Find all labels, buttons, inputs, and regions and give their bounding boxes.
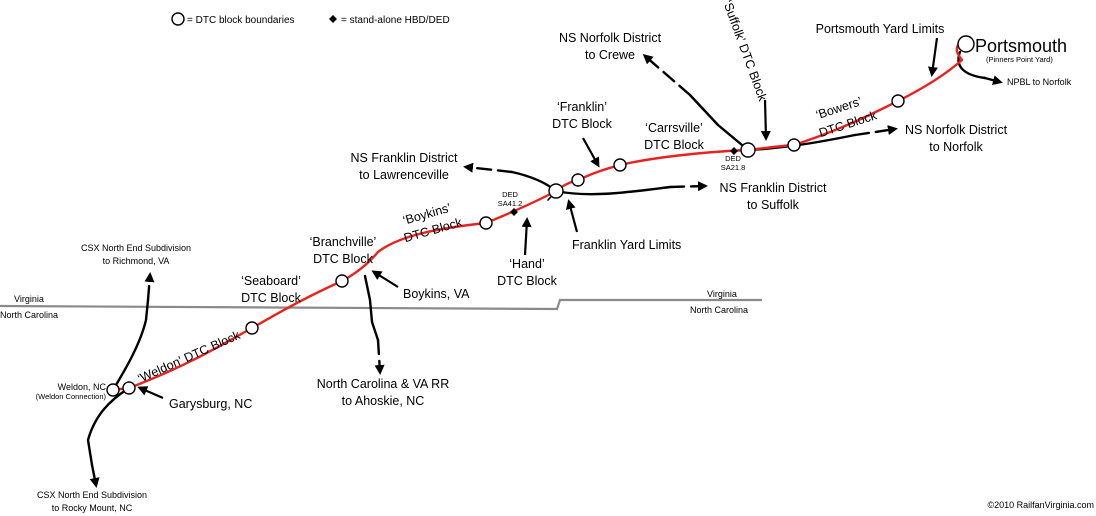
portsmouth-label: Portsmouth	[975, 36, 1067, 56]
csx-south-dash	[89, 463, 100, 488]
node-branchville	[335, 274, 349, 288]
hand-arrow	[521, 217, 532, 256]
ns-crewe-label-1: NS Norfolk District	[559, 31, 662, 45]
legend-diamond-icon	[329, 15, 337, 23]
ns-suf-line	[554, 185, 672, 196]
pointer-arrows	[137, 37, 939, 400]
seaboard-label-1: ‘Seaboard’	[241, 274, 301, 288]
branchville-label-2: DTC Block	[313, 252, 373, 266]
ns-law-dash	[463, 162, 514, 174]
block-boundaries	[106, 35, 975, 397]
npbl-label: NPBL to Norfolk	[1007, 77, 1072, 87]
ns-norfolk-label-2: to Norfolk	[929, 140, 983, 154]
carrsville-label-2: DTC Block	[644, 138, 704, 152]
node-boykins	[479, 216, 493, 230]
csx-south-line	[86, 386, 131, 467]
weldon-block-label: ‘Weldon’ DTC Block	[136, 328, 243, 386]
ncva-dash	[374, 338, 385, 375]
node-bowers	[787, 138, 801, 152]
csx-north-dash	[144, 272, 155, 302]
state-label-nc-right: North Carolina	[690, 305, 748, 315]
node-franklin	[548, 183, 564, 199]
franklin-yard-label: Franklin Yard Limits	[572, 238, 681, 252]
franklin-block-label-2: DTC Block	[552, 117, 612, 131]
node-franklin-block	[571, 173, 585, 187]
node-seaboard	[245, 321, 259, 335]
ns-law-label-1: NS Franklin District	[351, 151, 458, 165]
ded-hand-diamond-icon	[510, 208, 518, 216]
ns-suf-label-2: to Suffolk	[747, 198, 800, 212]
ncva-label-1: North Carolina & VA RR	[317, 377, 449, 391]
node-carrsville	[613, 158, 627, 172]
legend-circle-icon	[171, 12, 185, 26]
franklin-block-arrow	[582, 137, 600, 168]
legend-block-text: = DTC block boundaries	[187, 15, 295, 26]
suffolk-block-arrow	[760, 99, 771, 141]
node-garysburg	[122, 381, 136, 395]
seaboard-label-2: DTC Block	[241, 291, 301, 305]
pinners-point-label: (Pinners Point Yard)	[986, 55, 1053, 64]
carrsville-label-1: ‘Carrsville’	[645, 121, 703, 135]
garysburg-label: Garysburg, NC	[169, 397, 252, 411]
boykins-va-label: Boykins, VA	[403, 287, 470, 301]
node-portsmouth	[957, 35, 975, 53]
hand-label-1: ‘Hand’	[509, 257, 544, 271]
franklin-yard-arrow	[565, 199, 579, 233]
ns-suf-label-1: NS Franklin District	[720, 181, 827, 195]
csx-south-label-2: to Rocky Mount, NC	[52, 503, 133, 513]
ns-crewe-line	[688, 93, 750, 152]
legend: = DTC block boundaries = stand-alone HBD…	[171, 12, 450, 26]
ded-suffolk-label-2: SA21.8	[721, 163, 746, 172]
ncva-line	[363, 274, 380, 342]
weldon-label-2: (Weldon Connection)	[36, 392, 107, 401]
suffolk-block-label: ‘Suffolk’ DTC Block	[720, 0, 770, 104]
ded-suffolk-diamond-icon	[730, 147, 738, 155]
state-label-nc-left: North Carolina	[0, 310, 58, 320]
ns-crewe-dash	[642, 54, 692, 97]
weldon-label-1: Weldon, NC	[58, 382, 107, 392]
legend-ded-text: = stand-alone HBD/DED	[341, 15, 450, 26]
ded-hand-label-2: SA41.2	[498, 199, 523, 208]
state-border-line	[0, 298, 762, 311]
csx-north-label-1: CSX North End Subdivision	[81, 243, 191, 253]
map-labels: CSX North End Subdivision to Richmond, V…	[36, 0, 1094, 513]
ns-law-label-2: to Lawrenceville	[359, 168, 449, 182]
branchville-label-1: ‘Branchville’	[310, 235, 377, 249]
garysburg-arrow	[137, 386, 164, 400]
state-label-virginia-left: Virginia	[14, 294, 44, 304]
csx-north-label-2: to Richmond, VA	[103, 256, 170, 266]
hand-label-2: DTC Block	[497, 274, 557, 288]
node-bowers-end	[891, 94, 905, 108]
ns-norfolk-label-1: NS Norfolk District	[905, 123, 1008, 137]
csx-south-label-1: CSX North End Subdivision	[37, 490, 147, 500]
portsmouth-yard-arrow	[928, 37, 939, 77]
ncva-label-2: to Ahoskie, NC	[342, 394, 425, 408]
state-label-virginia-right: Virginia	[707, 289, 737, 299]
franklin-block-label-1: ‘Franklin’	[557, 100, 607, 114]
node-suffolk	[740, 142, 756, 158]
node-weldon	[106, 383, 120, 397]
ded-suffolk-label-1: DED	[725, 154, 741, 163]
portsmouth-yard-label: Portsmouth Yard Limits	[816, 22, 945, 36]
csx-north-line	[111, 298, 150, 392]
ns-suf-dash	[668, 181, 708, 192]
ns-crewe-label-2: to Crewe	[585, 48, 635, 62]
boykins-va-arrow	[371, 270, 399, 288]
ns-norfolk-dash	[853, 125, 898, 137]
ded-hand-label-1: DED	[502, 190, 518, 199]
copyright-text: ©2010 RailfanVirginia.com	[987, 500, 1094, 510]
npbl-dash	[983, 75, 1003, 86]
